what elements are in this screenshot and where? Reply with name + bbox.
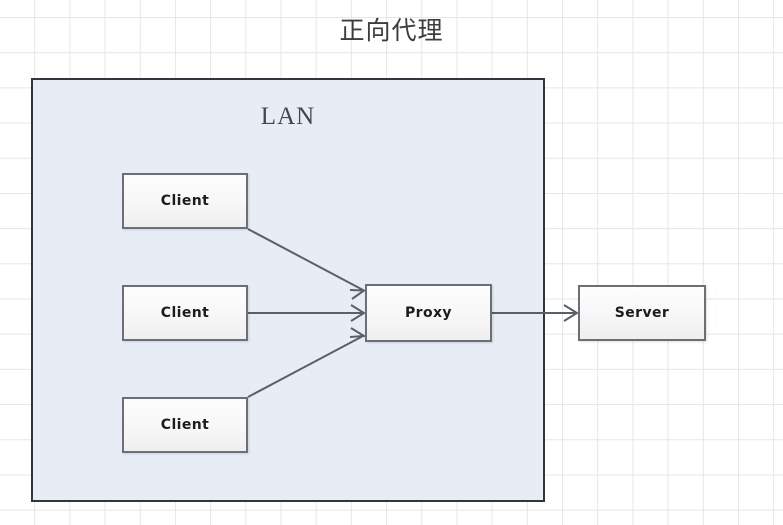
node-proxy[interactable]: Proxy: [365, 284, 492, 342]
node-client-1-label: Client: [160, 193, 210, 209]
node-client-3[interactable]: Client: [122, 397, 248, 453]
node-client-1[interactable]: Client: [122, 173, 248, 229]
diagram-title: 正向代理: [339, 16, 444, 45]
node-client-2-label: Client: [160, 305, 210, 321]
lan-container-label: LAN: [260, 103, 316, 130]
node-server[interactable]: Server: [578, 285, 706, 341]
node-server-label: Server: [614, 305, 670, 321]
node-client-3-label: Client: [160, 417, 210, 433]
node-client-2[interactable]: Client: [122, 285, 248, 341]
node-proxy-label: Proxy: [405, 305, 452, 321]
